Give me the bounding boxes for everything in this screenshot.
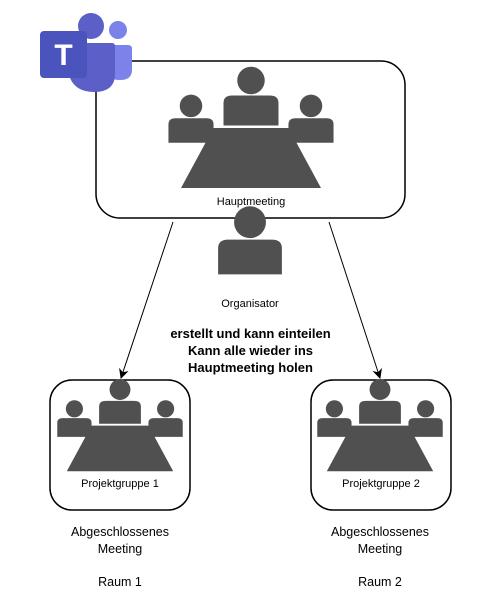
arrow-to-room-2 — [328, 221, 382, 379]
organizer-note-line-1: erstellt und kann einteilen — [170, 326, 331, 341]
breakout-room-2-room: Raum 2 — [358, 575, 402, 589]
teams-logo: T — [40, 13, 132, 92]
breakout-room-2-caption-line-2: Meeting — [357, 542, 403, 556]
teams-logo-small-person — [109, 21, 127, 39]
organizer-label: Organisator — [221, 298, 279, 310]
breakout-room-2-caption-line-1: Abgeschlossenes — [331, 525, 429, 539]
breakout-room-1-caption-line-2: Meeting — [97, 542, 143, 556]
main-meeting-label: Hauptmeeting — [216, 196, 286, 208]
organizer-note-line-3: Hauptmeeting holen — [188, 360, 313, 375]
teams-logo-tile — [40, 31, 87, 78]
breakout-room-2-label: Projektgruppe 2 — [342, 478, 420, 490]
organizer-note-line-2: Kann alle wieder ins — [188, 343, 313, 358]
arrow-to-room-1 — [119, 221, 174, 379]
teams-logo-letter: T — [54, 39, 72, 72]
breakout-room-1-caption-line-1: Abgeschlossenes — [71, 525, 169, 539]
breakout-room-1-label: Projektgruppe 1 — [81, 478, 159, 490]
breakout-room-1-room: Raum 1 — [98, 575, 142, 589]
